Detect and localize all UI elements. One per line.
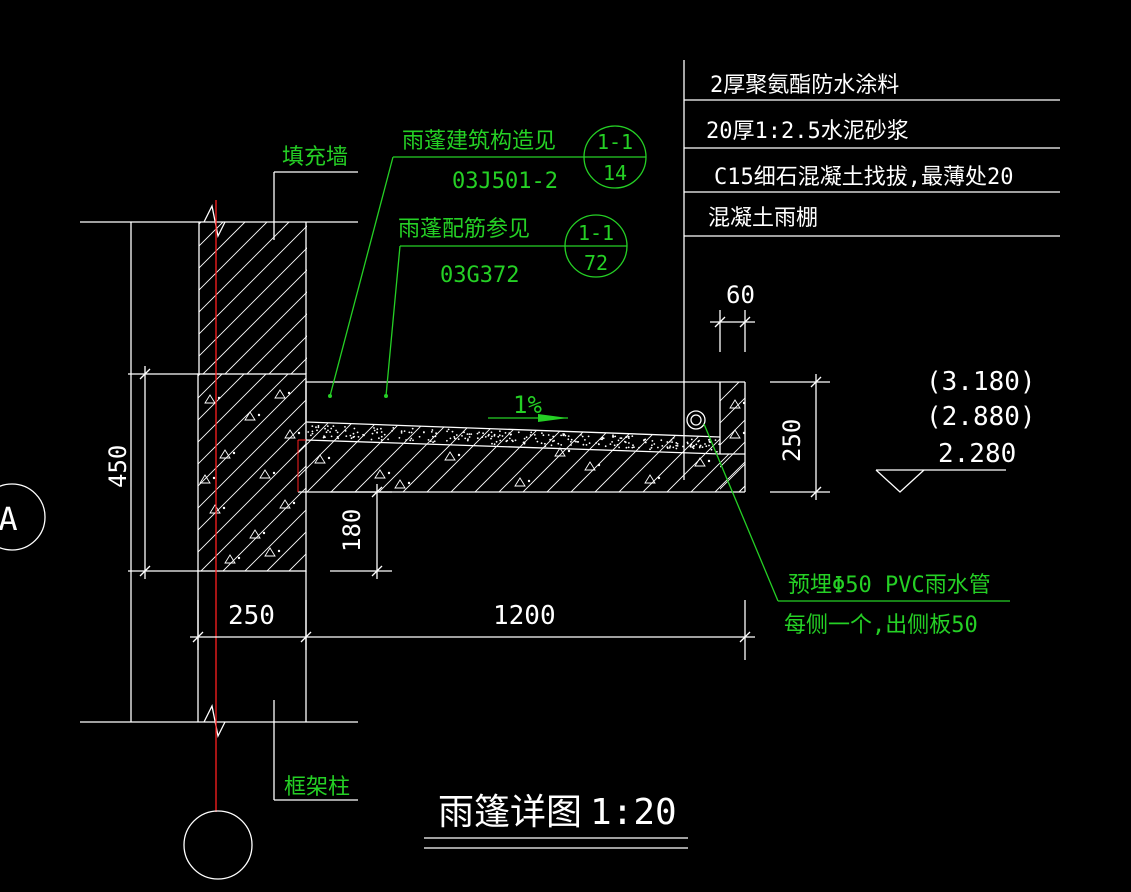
elevation-2: (2.880) [926,402,1036,432]
elevation-3: 2.280 [938,439,1016,469]
finish-layer-2: 20厚1:2.5水泥砂浆 [706,119,909,144]
dimension-180: 180 [330,484,392,579]
dimension-60: 60 [710,281,755,352]
dimension-bottom: 250 1200 [190,600,755,660]
dimension-250-right: 250 [770,374,830,500]
finish-layer-3: C15细石混凝土找拔,最薄处20 [714,165,1013,190]
infill-wall-label: 填充墙 [274,145,358,240]
drain-note-line1: 预埋Φ50 PVC雨水管 [788,573,991,598]
drain-pipe-icon [687,411,705,429]
frame-column-label: 框架柱 [274,700,358,800]
drawing-title: 雨篷详图 1:20 [424,792,688,848]
reinforcement-reference-code: 03G372 [440,263,519,288]
drawing-title-scale: 1:20 [590,792,677,833]
axis-bubble-a: A [0,484,45,550]
architecture-reference-code: 03J501-2 [452,169,558,194]
reinforcement-sheet-no: 72 [584,251,608,275]
svg-text:450: 450 [104,445,132,488]
dimension-1200: 1200 [493,601,556,631]
dimension-450: 450 [104,222,198,722]
axis-bubble-bottom [184,811,252,879]
reinforcement-detail-no: 1-1 [578,221,614,245]
elevation-mark: (3.180) (2.880) 2.280 [876,367,1036,492]
dimension-250-bottom: 250 [228,601,275,631]
slope-indicator: 1% [488,391,568,422]
architecture-detail-no: 1-1 [597,130,633,154]
svg-text:框架柱: 框架柱 [284,775,350,800]
svg-text:180: 180 [338,509,366,552]
svg-text:填充墙: 填充墙 [282,145,348,170]
reinforcement-reference: 雨蓬配筋参见 03G372 1-1 72 [384,215,627,398]
finish-layer-4: 混凝土雨棚 [708,206,818,231]
reinforcement-reference-text: 雨蓬配筋参见 [398,217,530,242]
elevation-1: (3.180) [926,367,1036,397]
svg-text:A: A [0,500,18,538]
architecture-reference-text: 雨蓬建筑构造见 [402,129,556,154]
finish-layer-1: 2厚聚氨酯防水涂料 [710,73,899,98]
svg-text:60: 60 [726,281,755,309]
drain-note-line2: 每侧一个,出侧板50 [784,613,978,638]
canopy-slab [0,382,1131,492]
drawing-title-name: 雨篷详图 [438,792,582,833]
architecture-sheet-no: 14 [603,161,627,185]
svg-text:250: 250 [778,419,806,462]
